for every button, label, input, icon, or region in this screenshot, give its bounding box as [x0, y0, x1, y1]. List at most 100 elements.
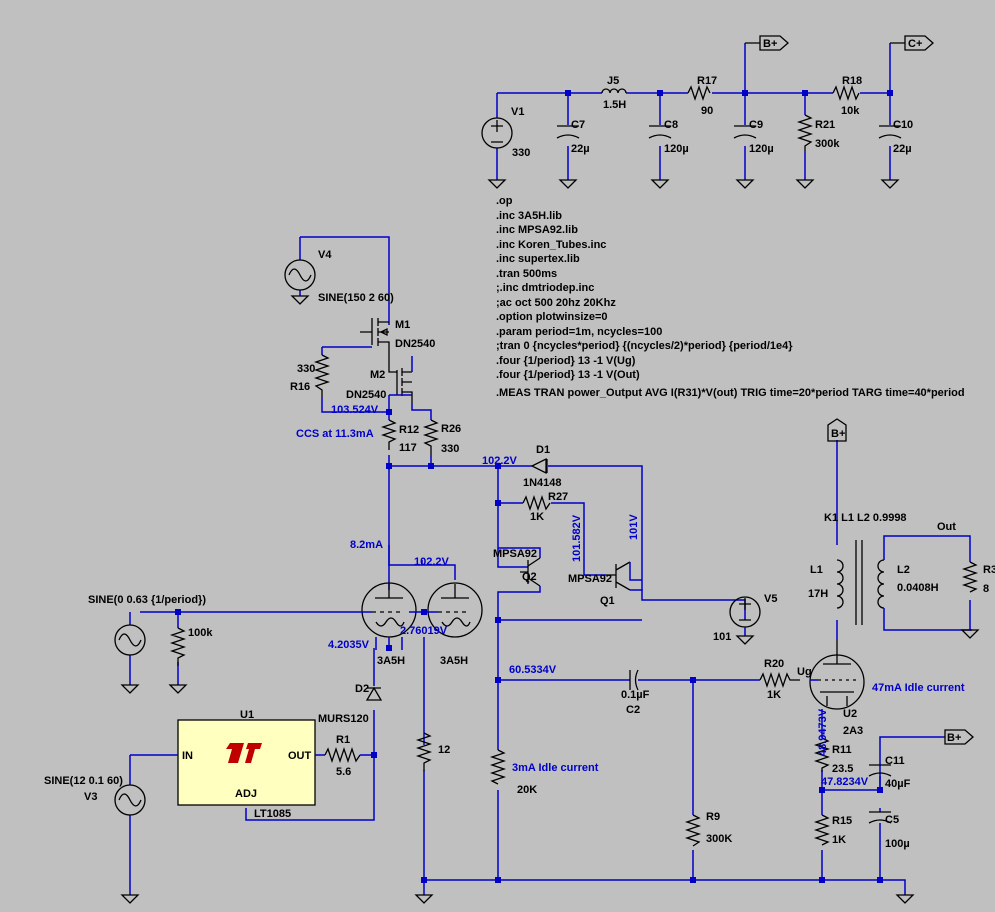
d1-name: D1: [536, 444, 550, 456]
directive-line: ;tran 0 {ncycles*period} {(ncycles/2)*pe…: [496, 340, 793, 352]
r17-name: R17: [697, 75, 717, 87]
r18-value: 10k: [841, 105, 860, 117]
directive-line: .inc supertex.lib: [496, 253, 580, 265]
r-input-value: 100k: [188, 627, 213, 639]
c5-value: 100µ: [885, 838, 910, 850]
r3-value: 8: [983, 583, 989, 595]
u1-pin-out: OUT: [288, 750, 312, 762]
spice-directives[interactable]: .op .inc 3A5H.lib .inc MPSA92.lib .inc K…: [496, 195, 965, 399]
bplus-label: B+: [763, 38, 777, 50]
directive-line: .inc Koren_Tubes.inc: [496, 239, 606, 251]
cathode-voltage-out: 47.8234V: [821, 776, 869, 788]
r16-value: 330: [297, 363, 315, 375]
d2-value: MURS120: [318, 713, 369, 725]
c8-value: 120µ: [664, 143, 689, 155]
bplus-flag-output[interactable]: [827, 418, 847, 442]
diode-symbol[interactable]: [530, 457, 548, 475]
c2-value: 0.1µF: [621, 689, 650, 701]
driver-section: D1 1N4148 102.2V R27 1K 101.582V 101V MP…: [44, 444, 777, 904]
r26-name: R26: [441, 423, 461, 435]
bplus-flag[interactable]: [745, 35, 789, 51]
q2-value: MPSA92: [493, 548, 537, 560]
idle-47ma: 47mA Idle current: [872, 682, 965, 694]
r27-value: 1K: [530, 511, 544, 523]
r11-name: R11: [832, 744, 852, 756]
m2-value: DN2540: [346, 389, 386, 401]
ccs-node-voltage: 103.524V: [331, 404, 379, 416]
c9-value: 120µ: [749, 143, 774, 155]
j5-value: 1.5H: [603, 99, 626, 111]
r20-name: R20: [764, 658, 784, 670]
ccs-section: V4 SINE(150 2 60) M1 DN2540 M2 DN2540 33…: [284, 236, 461, 470]
directive-line: .MEAS TRAN power_Output AVG I(R31)*V(out…: [496, 387, 965, 399]
r15-name: R15: [832, 815, 852, 827]
m2-name: M2: [370, 369, 385, 381]
input-sine: SINE(0 0.63 {1/period}): [88, 594, 206, 606]
r-20k-value: 20K: [517, 784, 537, 796]
node-101-582v: 101.582V: [571, 514, 583, 562]
voltage-source-symbol[interactable]: [481, 117, 513, 149]
c2-name: C2: [626, 704, 640, 716]
transformer-primary[interactable]: [836, 559, 844, 609]
r15-value: 1K: [832, 834, 846, 846]
v4-name: V4: [318, 249, 332, 261]
v5-name: V5: [764, 593, 777, 605]
r26-value: 330: [441, 443, 459, 455]
j5-name: J5: [607, 75, 619, 87]
directive-line: ;ac oct 500 20hz 20Khz: [496, 297, 616, 309]
directive-line: .inc MPSA92.lib: [496, 224, 578, 236]
r9-value: 300K: [706, 833, 732, 845]
u1-pin-adj: ADJ: [235, 788, 257, 800]
c11-value: 40µF: [885, 778, 911, 790]
u2-value: 2A3: [843, 725, 863, 737]
c10-name: C10: [893, 119, 913, 131]
ccs-label: CCS at 11.3mA: [296, 428, 374, 440]
c7-value: 22µ: [571, 143, 590, 155]
r1-name: R1: [336, 734, 350, 746]
directive-line: .param period=1m, ncycles=100: [496, 326, 662, 338]
xfmr-coupling: K1 L1 L2 0.9998: [824, 512, 907, 524]
u1-value: LT1085: [254, 808, 291, 820]
u2-name: U2: [843, 708, 857, 720]
r12-name: R12: [399, 424, 419, 436]
u1-pin-in: IN: [182, 750, 193, 762]
r3-name: R3: [983, 564, 995, 576]
inductor-symbol[interactable]: [601, 88, 627, 94]
v4-value: SINE(150 2 60): [318, 292, 394, 304]
plate-voltage: 102.2V: [414, 556, 450, 568]
grid-voltage: 48.9473V: [817, 708, 829, 756]
l1-value: 17H: [808, 588, 828, 600]
resistor-symbol[interactable]: [687, 84, 711, 102]
lt-logo-icon: [226, 743, 262, 763]
node-101v: 101V: [628, 514, 640, 540]
r11-value: 23.5: [832, 763, 853, 775]
d1-value: 1N4148: [523, 477, 562, 489]
directive-line: .inc 3A5H.lib: [496, 210, 562, 222]
r18-name: R18: [842, 75, 862, 87]
r-heater-value: 12: [438, 744, 450, 756]
capacitor-symbol[interactable]: [629, 669, 639, 691]
r16-name: R16: [290, 381, 310, 393]
ug-label: Ug: [797, 666, 812, 678]
d2-name: D2: [355, 683, 369, 695]
c11-name: C11: [885, 755, 905, 767]
directive-line: ;.inc dmtriodep.inc: [496, 282, 594, 294]
directive-line: .option plotwinsize=0: [496, 311, 608, 323]
r21-value: 300k: [815, 138, 840, 150]
r27-name: R27: [548, 491, 568, 503]
directive-line: .four {1/period} 13 -1 V(Ug): [496, 355, 636, 367]
triode-tube-2[interactable]: [427, 582, 483, 638]
power-supply: V1 330 C7 22µ J5 1.5H C8 120µ R17 90 C9 …: [481, 35, 934, 189]
tube1-label: 3A5H: [377, 655, 405, 667]
v1-value: 330: [512, 147, 530, 159]
q1-value: MPSA92: [568, 573, 612, 585]
diode-symbol[interactable]: [365, 686, 383, 701]
transistor-symbol[interactable]: [520, 557, 541, 587]
bplus-output-label-2: B+: [947, 732, 961, 744]
cplus-flag[interactable]: [890, 35, 934, 51]
v3-name: V3: [84, 791, 97, 803]
transistor-symbol[interactable]: [606, 561, 631, 591]
transformer-secondary[interactable]: [877, 559, 885, 609]
c8-name: C8: [664, 119, 678, 131]
